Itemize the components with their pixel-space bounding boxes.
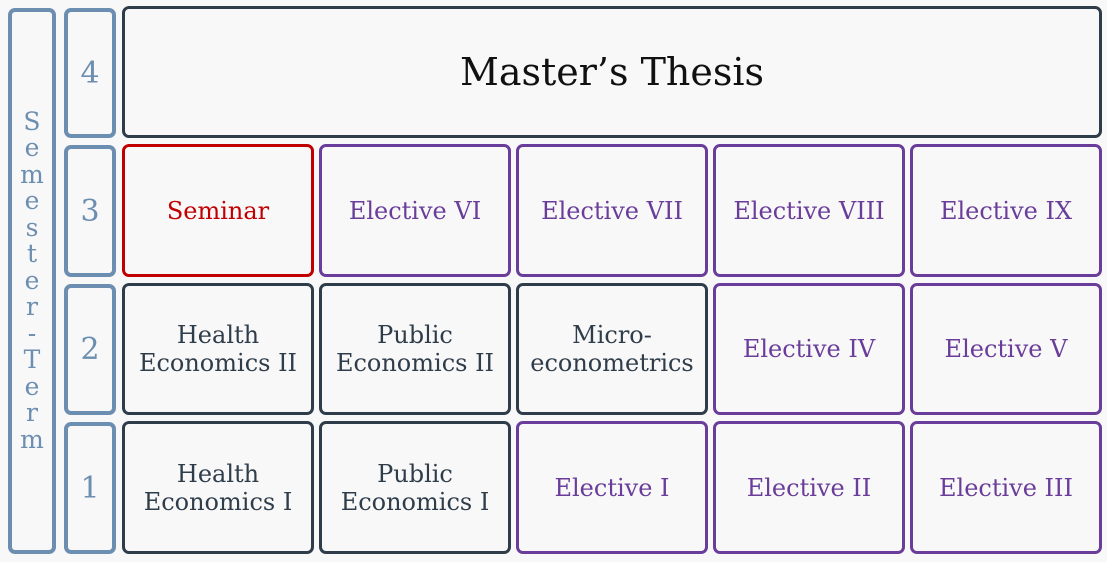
course-elective-ii: Elective II	[713, 421, 905, 554]
semester-1-label: 1	[64, 422, 116, 554]
axis-title-char: m	[20, 424, 44, 454]
axis-title-char: s	[25, 212, 39, 242]
course-label: Elective I	[554, 473, 670, 502]
course-elective-v: Elective V	[910, 283, 1102, 415]
course-label: Micro-econometrics	[530, 321, 694, 377]
semester-term-axis-text: S e m e s t e r - T e r m	[20, 106, 44, 454]
course-elective-iii: Elective III	[910, 421, 1102, 554]
semester-2-label: 2	[64, 284, 116, 415]
course-label: Master’s Thesis	[459, 50, 765, 94]
axis-title-char: -	[27, 318, 37, 348]
axis-title-char: e	[24, 265, 40, 295]
axis-title-char: r	[26, 398, 38, 428]
axis-title-char: t	[26, 239, 38, 269]
course-label: Elective VII	[541, 196, 683, 225]
axis-title-char: e	[24, 133, 40, 163]
axis-title-char: r	[26, 292, 38, 322]
course-label: Elective IX	[939, 196, 1073, 225]
course-elective-iv: Elective IV	[713, 283, 905, 415]
course-label: Elective VIII	[733, 196, 885, 225]
course-label: Elective II	[746, 473, 872, 502]
semester-3-label: 3	[64, 145, 116, 277]
course-microeconometrics: Micro-econometrics	[516, 283, 708, 415]
course-label: Seminar	[166, 196, 270, 225]
axis-title-char: T	[23, 345, 41, 375]
semester-term-axis-label: S e m e s t e r - T e r m	[8, 8, 56, 554]
course-label: Elective V	[944, 335, 1068, 363]
axis-title-char: S	[23, 106, 41, 136]
course-elective-viii: Elective VIII	[713, 144, 905, 277]
course-elective-ix: Elective IX	[910, 144, 1102, 277]
course-label: Elective III	[939, 473, 1073, 502]
course-elective-vii: Elective VII	[516, 144, 708, 277]
semester-4-label: 4	[64, 8, 116, 138]
axis-title-char: e	[24, 371, 40, 401]
course-label: Elective IV	[742, 335, 876, 363]
axis-title-char: m	[20, 159, 44, 189]
course-elective-i: Elective I	[516, 421, 708, 554]
course-elective-vi: Elective VI	[319, 144, 511, 277]
axis-title-char: e	[24, 186, 40, 216]
course-seminar: Seminar	[122, 144, 314, 277]
course-masters-thesis: Master’s Thesis	[122, 6, 1102, 138]
course-label: Elective VI	[348, 196, 482, 225]
